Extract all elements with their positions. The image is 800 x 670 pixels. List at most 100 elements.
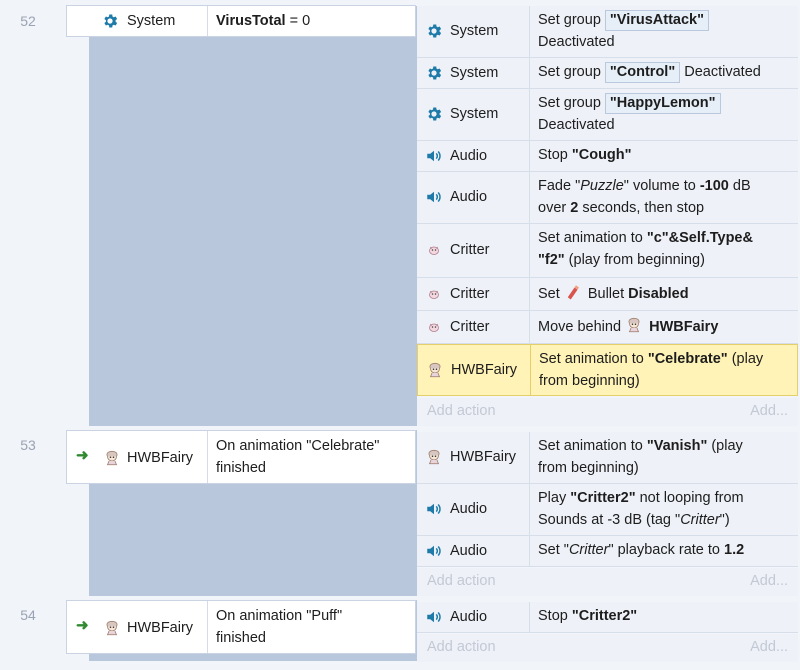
action-text[interactable]: Move behind HWBFairy [530,311,798,343]
action-text-part: Critter [568,542,609,558]
action-object-label: Audio [450,543,488,559]
action-text-part: "Celebrate" [647,351,728,367]
action-text[interactable]: Set group "Control" Deactivated [530,58,798,88]
action-text[interactable]: Set "Critter" playback rate to 1.2 [530,536,798,566]
action-text-part: Set group [538,12,605,28]
action-text-part: "Critter2" [571,608,638,624]
add-more-link[interactable]: Add... [750,403,788,419]
action-row[interactable]: System Set group "Control" Deactivated [417,58,798,89]
action-text-part: 1.2 [724,542,745,558]
action-text[interactable]: Stop "Cough" [530,141,798,171]
action-text-part: (play [707,438,743,454]
action-text-part: Sounds at -3 dB (tag " [538,512,681,528]
event-number: 53 [20,437,36,453]
condition-row[interactable]: System VirusTotal = 0 [66,5,416,37]
action-text-part: Set [538,286,564,302]
add-action-link[interactable]: Add action [427,639,496,655]
action-text-part: 2 [570,200,579,216]
action-object-label: System [450,65,499,81]
add-action-link[interactable]: Add action [427,573,496,589]
action-text-part: Fade " [538,178,581,194]
event-number: 52 [20,13,36,29]
action-text-part: Set animation to [538,438,647,454]
action-text[interactable]: Set animation to "c"&Self.Type&"f2" (pla… [530,224,798,277]
action-text[interactable]: Set Bullet Disabled [530,278,798,310]
add-action-row[interactable]: Add action Add... [417,634,798,662]
event-block[interactable] [89,6,417,426]
action-text-part: Disabled [628,286,689,302]
condition-text[interactable]: On animation "Puff" finished [208,601,415,653]
condition-object[interactable]: System [67,6,208,36]
action-text-part: HWBFairy [649,319,719,335]
condition-text-line: On animation "Celebrate" [216,438,380,454]
action-row[interactable]: System Set group "VirusAttack"Deactivate… [417,6,798,58]
event-number: 54 [20,607,36,623]
action-text-part: Play [538,490,571,506]
action-text-part: Deactivated [680,64,761,80]
action-row[interactable]: Audio Set "Critter" playback rate to 1.2 [417,536,798,567]
speaker-icon [425,188,443,206]
action-object-label: HWBFairy [451,362,518,378]
action-row-selected[interactable]: HWBFairy Set animation to "Celebrate" (p… [417,344,798,396]
fairy-icon [625,316,645,334]
add-action-link[interactable]: Add action [427,403,496,419]
add-more-link[interactable]: Add... [750,573,788,589]
action-row[interactable]: Critter Move behind HWBFairy [417,311,798,344]
add-action-row[interactable]: Add action Add... [417,398,798,426]
action-text[interactable]: Set group "HappyLemon"Deactivated [530,89,798,140]
action-row[interactable]: System Set group "HappyLemon"Deactivated [417,89,798,141]
fairy-icon [103,619,121,637]
action-row[interactable]: Audio Stop "Critter2" [417,602,798,633]
condition-object-label: HWBFairy [127,450,194,466]
action-row[interactable]: Critter Set animation to "c"&Self.Type&"… [417,224,798,278]
bullet-icon [564,283,584,301]
speaker-icon [425,147,443,165]
condition-object[interactable]: ➜ HWBFairy [67,431,208,483]
action-text-part: "Critter2" [570,490,636,506]
speaker-icon [425,500,443,518]
action-text[interactable]: Stop "Critter2" [530,602,798,632]
add-action-row[interactable]: Add action Add... [417,568,798,596]
action-object-label: HWBFairy [450,449,517,465]
action-object-label: Critter [450,242,490,258]
critter-icon [425,318,443,336]
action-text-part: Set animation to [538,230,647,246]
action-object-label: Critter [450,319,490,335]
action-text-part: seconds, then stop [578,200,705,216]
action-text-part: ") [719,512,730,528]
action-row[interactable]: Critter Set Bullet Disabled [417,278,798,311]
fairy-icon [426,361,444,379]
action-text-part: Set group [538,95,605,111]
condition-row[interactable]: ➜ HWBFairy On animation "Celebrate" fini… [66,430,416,484]
action-text-part: Puzzle [580,178,624,194]
action-text-part: Stop [538,147,572,163]
action-object-label: System [450,23,499,39]
condition-text-line: finished [216,460,266,476]
condition-object[interactable]: ➜ HWBFairy [67,601,208,653]
condition-text[interactable]: On animation "Celebrate" finished [208,431,415,483]
critter-icon [425,285,443,303]
action-text-part: not looping from [635,490,744,506]
action-text-part: Move behind [538,319,626,335]
action-text[interactable]: Set group "VirusAttack"Deactivated [530,6,798,57]
condition-text[interactable]: VirusTotal = 0 [208,6,415,36]
action-row[interactable]: HWBFairy Set animation to "Vanish" (play… [417,432,798,484]
action-text-part: " playback rate to [608,542,725,558]
action-object-label: Critter [450,286,490,302]
gear-icon [425,64,443,82]
add-more-link[interactable]: Add... [750,639,788,655]
condition-text-line: finished [216,630,266,646]
action-row[interactable]: Audio Stop "Cough" [417,141,798,172]
speaker-icon [425,608,443,626]
condition-object-label: System [127,13,176,29]
action-text-part: Critter [680,512,720,528]
action-text-part: from beginning) [538,460,639,476]
gear-icon [101,12,119,30]
condition-row[interactable]: ➜ HWBFairy On animation "Puff" finished [66,600,416,654]
